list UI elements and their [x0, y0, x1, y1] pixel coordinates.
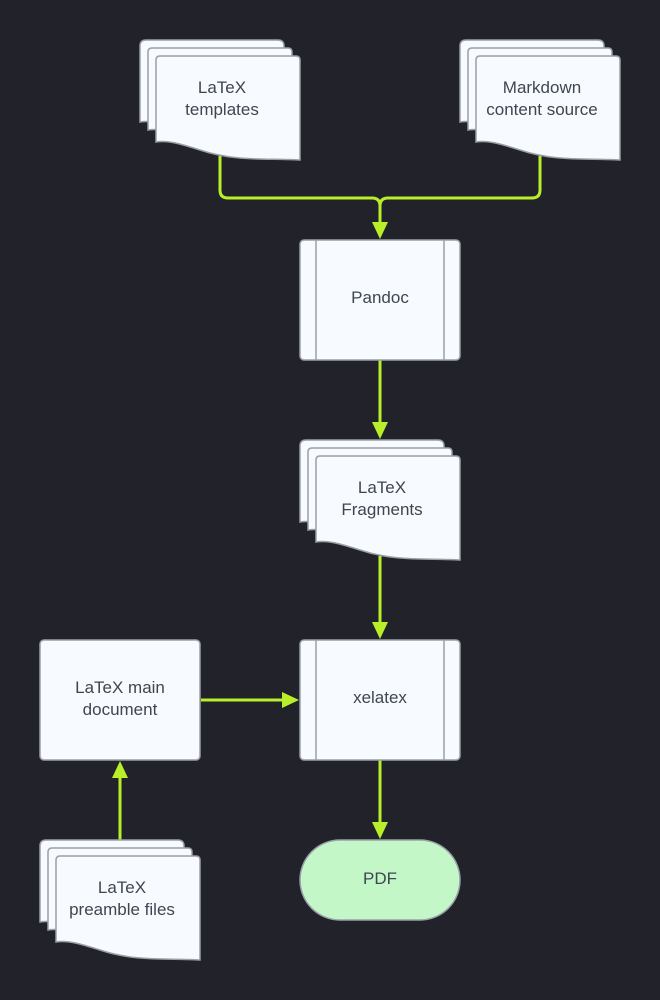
edge-latex-main-to-xelatex [201, 692, 299, 708]
edge-latex-fragments-to-xelatex [372, 556, 388, 639]
node-markdown-source: Markdown content source [459, 39, 621, 161]
node-latex-templates-line-2: templates [185, 100, 259, 119]
node-latex-fragments-line-1: LaTeX [358, 478, 406, 497]
node-latex-templates: LaTeX templates [139, 39, 301, 161]
node-latex-main: LaTeX main document [39, 639, 201, 761]
edge-latex-templates-to-pandoc [218, 156, 382, 226]
node-latex-fragments-line-2: Fragments [341, 500, 422, 519]
node-pdf: PDF [299, 839, 461, 921]
node-latex-main-line-1: LaTeX main [75, 678, 165, 697]
edge-latex-preamble-to-latex-main [112, 761, 128, 840]
node-xelatex-label: xelatex [353, 688, 407, 707]
node-pandoc: Pandoc [299, 239, 461, 361]
node-latex-templates-line-1: LaTeX [198, 78, 246, 97]
node-markdown-source-line-2: content source [486, 100, 598, 119]
node-pandoc-label: Pandoc [351, 288, 409, 307]
edge-xelatex-to-pdf [372, 760, 388, 839]
node-latex-preamble-line-1: LaTeX [98, 878, 146, 897]
node-pdf-label: PDF [363, 869, 397, 888]
node-latex-preamble-line-2: preamble files [69, 900, 175, 919]
node-markdown-source-line-1: Markdown [503, 78, 581, 97]
connectors [112, 156, 542, 840]
node-xelatex: xelatex [299, 639, 461, 761]
node-latex-fragments: LaTeX Fragments [299, 439, 461, 561]
node-latex-preamble: LaTeX preamble files [39, 839, 201, 961]
node-latex-main-line-2: document [83, 700, 158, 719]
edge-markdown-source-to-pandoc [372, 156, 542, 239]
edge-pandoc-to-latex-fragments [372, 360, 388, 439]
